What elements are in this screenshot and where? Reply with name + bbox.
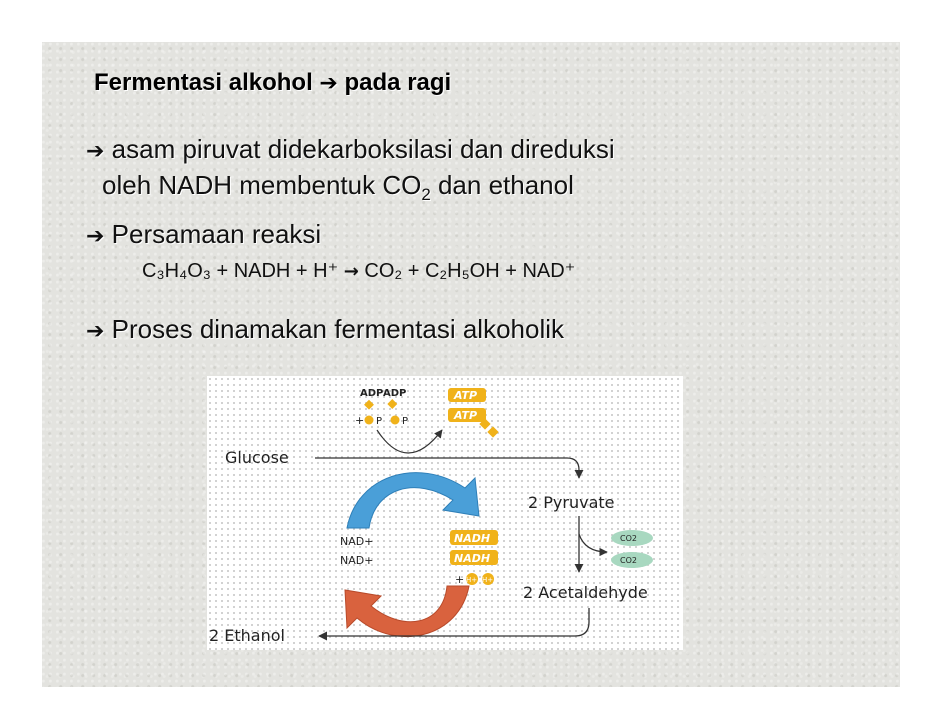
glucose-label: Glucose bbox=[225, 448, 289, 467]
eq-co2: CO₂ bbox=[364, 260, 403, 282]
title-arrow-icon: ➔ bbox=[319, 71, 338, 96]
adp-phosphate-icon bbox=[387, 399, 398, 409]
bullet-3-text: Proses dinamakan fermentasi alkoholik bbox=[111, 314, 565, 344]
atp-label-1: ATP bbox=[453, 389, 477, 402]
bullet-2-text: Persamaan reaksi bbox=[111, 219, 322, 249]
adp-label-1: ADP bbox=[360, 388, 383, 399]
slide-title: Fermentasi alkohol ➔ pada ragi bbox=[94, 69, 451, 97]
nadh-label-2: NADH bbox=[454, 552, 490, 565]
adp-phosphate-icon bbox=[364, 399, 374, 410]
blue-reduction-arrow bbox=[346, 472, 480, 529]
eq-nadh: NADH bbox=[233, 260, 291, 282]
bullet-1-line-2: oleh NADH membentuk CO2 dan ethanol bbox=[102, 170, 574, 205]
bullet-1-line-2-text: oleh NADH membentuk CO bbox=[102, 170, 422, 200]
proton-icon bbox=[466, 573, 478, 585]
phosphate-icon bbox=[390, 415, 400, 425]
nadh-badge bbox=[450, 550, 498, 565]
pi-label: P bbox=[402, 416, 408, 427]
bullet-2: ➔ Persamaan reaksi bbox=[86, 219, 321, 250]
pi-label: P bbox=[376, 416, 382, 427]
adp-label-2: ADP bbox=[383, 388, 406, 399]
atp-badge bbox=[448, 408, 486, 422]
nadh-badge bbox=[450, 530, 498, 545]
nad-label-2: NAD+ bbox=[340, 554, 373, 567]
bullet-arrow-icon: ➔ bbox=[86, 139, 105, 164]
plus-sign: + bbox=[455, 573, 464, 586]
title-text: Fermentasi alkohol bbox=[94, 69, 313, 96]
co2-release-arrow bbox=[578, 533, 608, 557]
red-oxidation-arrow bbox=[344, 585, 470, 638]
plus-sign: + bbox=[355, 414, 364, 427]
co2-bubble-1 bbox=[611, 530, 653, 546]
pyruvate-label: 2 Pyruvate bbox=[528, 493, 615, 512]
bullet-arrow-icon: ➔ bbox=[86, 224, 105, 249]
atp-phosphate-icon bbox=[487, 426, 499, 438]
eq-nad-plus: NAD⁺ bbox=[522, 260, 576, 282]
slide: Fermentasi alkohol ➔ pada ragi ➔ asam pi… bbox=[42, 42, 900, 687]
bullet-1-line-1: ➔ asam piruvat didekarboksilasi dan dire… bbox=[86, 134, 615, 165]
nadh-label-1: NADH bbox=[454, 532, 490, 545]
co2-label-1: CO2 bbox=[620, 534, 637, 543]
eq-arrow-icon: → bbox=[343, 261, 359, 282]
h-label: H+ bbox=[466, 576, 477, 584]
atp-badge bbox=[448, 388, 486, 402]
h-label: H+ bbox=[482, 576, 493, 584]
fermentation-diagram: Glucose ADP ADP + P P ATP ATP bbox=[207, 376, 683, 650]
title-suffix: pada ragi bbox=[344, 69, 452, 96]
atp-formation-arrow bbox=[376, 429, 443, 454]
eq-ethanol: C₂H₅OH bbox=[424, 260, 500, 282]
atp-label-2: ATP bbox=[453, 409, 477, 422]
phosphate-icon bbox=[364, 415, 374, 425]
co2-label-2: CO2 bbox=[620, 556, 637, 565]
reaction-equation: C₃H₄O₃ + NADH + H⁺ → CO₂ + C₂H₅OH + NAD⁺ bbox=[142, 260, 576, 282]
glucose-to-pyruvate-arrow bbox=[315, 457, 584, 479]
bullet-1-subscript: 2 bbox=[421, 185, 431, 205]
acetaldehyde-to-ethanol-arrow bbox=[318, 608, 590, 641]
bullet-arrow-icon: ➔ bbox=[86, 319, 105, 344]
nad-label-1: NAD+ bbox=[340, 535, 373, 548]
bullet-1-line-2-end: dan ethanol bbox=[430, 170, 574, 200]
eq-pyruvate: C₃H₄O₃ bbox=[142, 260, 211, 282]
acetaldehyde-label: 2 Acetaldehyde bbox=[523, 583, 648, 602]
ethanol-label: 2 Ethanol bbox=[209, 626, 285, 645]
co2-bubble-2 bbox=[611, 552, 653, 568]
eq-h-plus: H⁺ bbox=[313, 260, 339, 282]
bullet-1-text: asam piruvat didekarboksilasi dan diredu… bbox=[111, 134, 615, 164]
bullet-3: ➔ Proses dinamakan fermentasi alkoholik bbox=[86, 314, 564, 345]
proton-icon bbox=[482, 573, 494, 585]
fermentation-diagram-svg: Glucose ADP ADP + P P ATP ATP bbox=[209, 388, 653, 645]
